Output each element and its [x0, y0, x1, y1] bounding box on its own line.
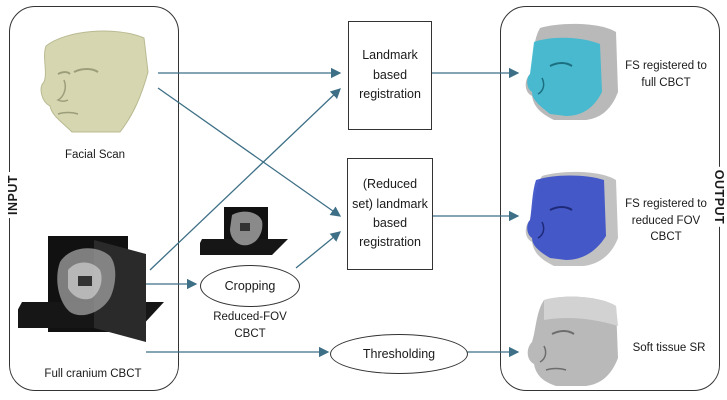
facial-scan-label: Facial Scan	[64, 149, 126, 161]
full-cbct-label: Full cranium CBCT	[44, 368, 142, 380]
arrow-cbct-to-landmark	[149, 88, 341, 271]
face-gray-render	[527, 296, 618, 386]
cropping-step: Cropping	[200, 265, 300, 307]
reduced-registration-box: (Reduced set) landmark based registratio…	[347, 158, 433, 270]
fs-reduced-label: FS registered to reduced FOV CBCT	[625, 198, 707, 244]
cbct-volume-image	[18, 236, 164, 342]
arrow-scan-to-reduced	[157, 87, 342, 217]
face-cyan-overlay	[525, 23, 618, 120]
thresholding-step: Thresholding	[330, 334, 468, 374]
landmark-registration-box: Landmark based registration	[348, 21, 432, 130]
face-blue-overlay	[525, 171, 618, 266]
reduced-fov-label: Reduced-FOV CBCT	[213, 311, 287, 340]
arrow-cropping-to-reduced	[295, 231, 342, 269]
face-scan-image	[40, 30, 149, 133]
soft-tissue-label: Soft tissue SR	[632, 342, 706, 354]
fs-full-label: FS registered to full CBCT	[625, 60, 707, 89]
cropped-cbct-image	[200, 207, 288, 255]
